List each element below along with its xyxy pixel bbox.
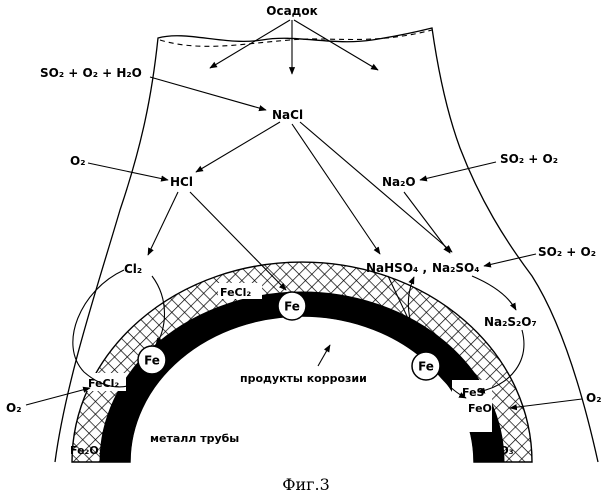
arrow-deposit-right [294,20,378,70]
arrow-o2-left [26,388,90,405]
label-corrosion-products: продукты коррозии [240,372,367,385]
label-o2-right: O₂ [586,391,601,405]
arrow-nacl-nahso4 [292,124,380,254]
arrow-corrosion-label [318,345,330,366]
label-na2o: Na₂O [382,175,416,189]
label-fecl2-top: FeCl₂ [220,286,251,299]
label-fe2o3-right: Fe₂O₃ [480,444,514,457]
arrow-nacl-na2so4 [300,122,452,252]
label-so2-o2-right-mid: SO₂ + O₂ [538,245,596,259]
label-fe2o3-left: Fe₂O₃ [70,444,104,457]
label-na2s2o7: Na₂S₂O₇ [484,315,537,329]
arrow-so2-na2so4 [484,254,536,266]
label-nahso4: NaHSO₄ , [366,261,427,275]
svg-text:Fe: Fe [284,300,300,314]
arrow-so2-na2o [420,162,496,180]
arrow-nacl-hcl [196,122,280,172]
label-deposit: Осадок [266,4,318,18]
label-o2-top-left: O₂ [70,154,85,168]
label-so2-o2-h2o: SO₂ + O₂ + H₂O [40,66,142,80]
label-nacl: NaCl [272,108,303,122]
label-fecl2-left: FeCl₂ [88,377,119,390]
label-na2so4: Na₂SO₄ [432,261,480,275]
label-feo: FeO [468,402,492,415]
fe-node-left: Fe [138,346,166,374]
label-fes: FeS [462,386,485,399]
fe-node-right: Fe [412,352,440,380]
arrow-na2o-na2so4 [404,192,450,253]
fe-node-top: Fe [278,292,306,320]
figure-caption: Фиг.3 [282,475,330,494]
arrow-so2-nacl [150,77,266,110]
svg-text:Fe: Fe [418,360,434,374]
arrow-deposit-left [210,20,290,68]
arrow-na2so4-na2s2o7 [472,276,516,310]
label-cl2: Cl₂ [124,262,142,276]
arrow-o2-hcl [88,163,168,180]
label-o2-left: O₂ [6,401,21,415]
svg-text:Fe: Fe [144,354,160,368]
label-hcl: HCl [170,175,193,189]
label-so2-o2-right-top: SO₂ + O₂ [500,152,558,166]
label-pipe-metal: металл трубы [150,432,239,445]
arrow-hcl-cl2 [148,192,178,255]
